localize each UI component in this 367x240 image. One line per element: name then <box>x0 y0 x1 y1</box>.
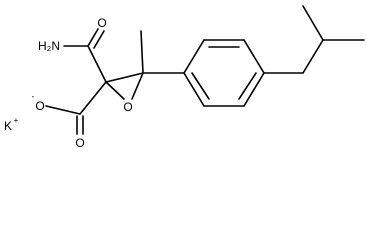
potassium-label: K <box>4 119 12 133</box>
bond-amide-carbonyl-2 <box>93 30 105 49</box>
bond-amide-carbonyl-1 <box>87 28 99 47</box>
bond-ring-4 <box>243 72 265 107</box>
bond-c1-c2 <box>105 72 144 83</box>
bond-c1-o <box>105 81 125 100</box>
carboxylate-charge-label: - <box>32 92 35 101</box>
bond-ring-inner-3 <box>191 72 210 100</box>
amide-oxygen-label: O <box>97 16 106 30</box>
bond-c1-amide <box>87 45 107 83</box>
bond-ch-ch3-b <box>302 5 324 41</box>
carboxylate-oxygen-label: O <box>35 99 44 113</box>
bond-ring-6 <box>183 72 205 107</box>
carboxyl-oxygen-label: O <box>75 136 84 150</box>
epoxide-oxygen-label: O <box>123 100 132 114</box>
bond-c2-methyl <box>140 30 144 74</box>
chemical-structure-diagram: H₂N O O O - O K + <box>4 5 365 150</box>
bond-c1-carboxyl <box>79 81 107 115</box>
bond-ring-3 <box>243 39 265 74</box>
potassium-charge-label: + <box>14 116 19 125</box>
amide-nh2-label: H₂N <box>38 39 60 53</box>
bond-ring-inner-2 <box>238 72 257 100</box>
bond-c2-o <box>131 72 144 100</box>
bond-ring-1 <box>183 39 205 74</box>
bond-carboxyl-o-minus <box>45 105 81 115</box>
bond-ch2-ch <box>302 39 324 74</box>
